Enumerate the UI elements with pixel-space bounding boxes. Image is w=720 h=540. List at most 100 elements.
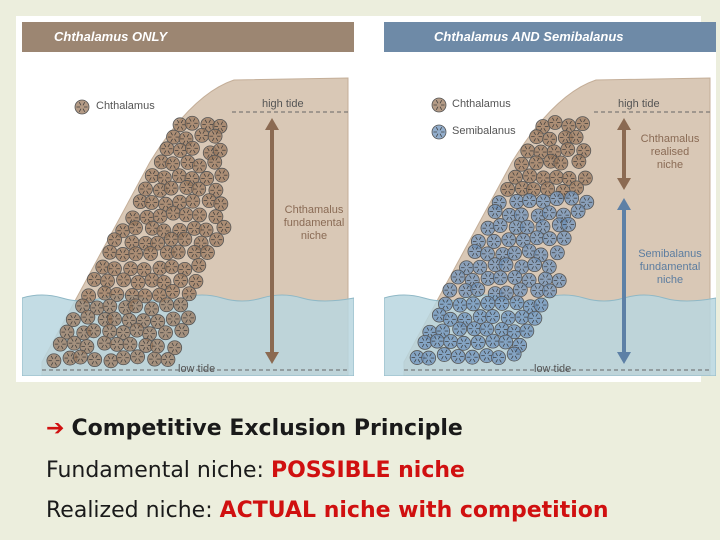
principle-title: Competitive Exclusion Principle: [71, 416, 463, 441]
barnacle-icon: [472, 309, 488, 325]
barnacle-icon: [541, 259, 557, 275]
barnacle-icon: [156, 275, 172, 290]
barnacle-icon: [171, 168, 187, 184]
barnacle-icon: [174, 323, 190, 338]
barnacle-icon: [179, 180, 195, 195]
barnacle-icon: [167, 340, 183, 356]
barnacle-icon: [480, 246, 495, 262]
barnacle-icon: [542, 131, 558, 147]
barnacle-icon: [442, 282, 458, 298]
barnacle-icon: [466, 321, 482, 337]
barnacle-icon: [86, 323, 102, 339]
barnacle-icon: [577, 170, 593, 186]
barnacle-icon: [181, 310, 196, 326]
barnacle-icon: [159, 141, 175, 157]
barnacle-icon: [214, 167, 230, 183]
barnacle-icon: [498, 257, 514, 273]
barnacle-icon: [542, 231, 557, 247]
barnacle-icon: [173, 273, 189, 288]
barnacle-icon: [209, 232, 225, 248]
barnacle-icon: [107, 232, 122, 248]
barnacle-icon: [421, 350, 437, 366]
high-tide-label: high tide: [262, 98, 304, 110]
barnacle-icon: [165, 156, 181, 172]
barnacle-icon: [452, 297, 468, 313]
barnacle-icon: [467, 244, 483, 259]
barnacle-icon: [494, 296, 510, 311]
barnacle-icon: [166, 129, 181, 145]
barnacle-icon: [512, 282, 528, 298]
barnacle-icon: [501, 207, 517, 223]
caption-line-principle: ➔ Competitive Exclusion Principle: [46, 416, 463, 441]
barnacle-icon: [519, 219, 535, 235]
barnacle-icon: [181, 286, 197, 302]
legend-chthalamus-label: Chthalamus: [452, 98, 511, 110]
semibalanus-fundamental-niche-label: Semibalanus fundamental niche: [638, 248, 702, 286]
barnacle-icon: [522, 193, 537, 208]
barnacle-icon: [192, 207, 207, 223]
barnacle-icon: [97, 285, 113, 301]
barnacle-icon: [46, 353, 62, 369]
barnacle-icon: [514, 309, 530, 325]
barnacle-icon: [153, 154, 169, 170]
barnacle-icon: [130, 275, 146, 290]
barnacle-icon: [498, 334, 514, 350]
barnacle-icon: [163, 180, 179, 196]
barnacle-icon: [542, 283, 557, 299]
barnacle-icon: [470, 335, 486, 350]
barnacle-icon: [188, 273, 204, 289]
barnacle-icon: [136, 262, 152, 278]
semibalanus-fundamental-niche-arrow-head-down: [617, 352, 631, 364]
barnacle-icon: [128, 246, 144, 262]
barnacle-icon: [158, 325, 173, 341]
panel-chthalamus-and-semibalanus: Chthalamus AND Semibalanus Chthalamus Se…: [384, 22, 716, 376]
barnacle-icon: [207, 128, 223, 144]
chthamalus-realised-niche-arrow-head-up: [617, 118, 631, 130]
barnacle-icon: [560, 142, 576, 157]
barnacle-icon: [165, 311, 181, 327]
barnacle-icon: [472, 259, 488, 275]
barnacle-icon: [508, 169, 523, 185]
barnacle-icon: [492, 270, 508, 286]
chthamalus-fundamental-niche-arrow-head-up: [265, 118, 279, 130]
barnacle-icon: [456, 335, 472, 351]
barnacle-icon: [549, 169, 564, 185]
barnacle-icon: [500, 181, 516, 197]
barnacle-icon: [514, 156, 529, 172]
barnacle-icon: [184, 115, 200, 131]
barnacle-icon: [144, 272, 160, 288]
low-tide-label: low tide: [534, 363, 572, 375]
barnacle-icon: [541, 205, 557, 221]
barnacle-icon: [191, 158, 207, 174]
barnacle-icon: [479, 348, 495, 364]
barnacle-icon: [86, 272, 102, 287]
barnacle-icon: [527, 257, 542, 273]
caption-line-realized: Realized niche: ACTUAL niche with compet…: [46, 498, 609, 523]
barnacle-icon: [509, 194, 525, 209]
chthamalus-fundamental-niche-label: Chthamalus fundamental niche: [283, 204, 345, 242]
barnacle-icon: [165, 283, 180, 299]
barnacle-icon: [522, 168, 538, 184]
barnacle-icon: [144, 195, 160, 210]
barnacle-icon: [156, 170, 172, 186]
barnacle-icon: [107, 311, 122, 327]
legend-chthalamus-label: Chthalamus: [96, 100, 155, 112]
barnacle-icon: [159, 297, 175, 313]
barnacle-icon: [172, 143, 188, 158]
barnacle-icon: [178, 207, 194, 223]
barnacle-icon: [74, 99, 90, 115]
barnacle-icon: [485, 309, 500, 324]
barnacle-icon: [109, 336, 125, 352]
barnacle-icon: [520, 143, 536, 159]
barnacle-icon: [500, 310, 516, 326]
barnacle-icon: [485, 333, 501, 349]
barnacle-icon: [109, 287, 125, 302]
barnacle-icon: [97, 335, 112, 351]
barnacle-icon: [431, 97, 447, 113]
barnacle-icon: [494, 322, 510, 337]
barnacle-icon: [436, 347, 452, 362]
barnacle-icon: [480, 220, 496, 236]
barnacle-icon: [513, 207, 529, 223]
barnacle-icon: [465, 296, 481, 312]
barnacle-icon: [568, 129, 584, 145]
